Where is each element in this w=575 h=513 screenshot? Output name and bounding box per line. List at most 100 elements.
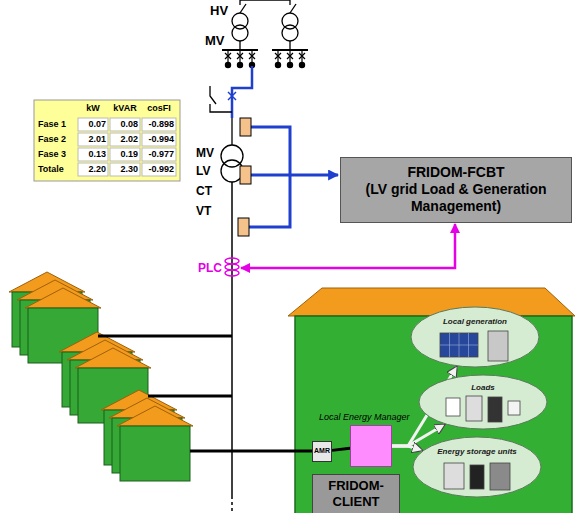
substation-part xyxy=(289,41,290,50)
device-icon xyxy=(440,333,478,357)
measurement-table-part xyxy=(78,163,108,176)
substation-part xyxy=(232,25,248,41)
device-icon xyxy=(470,465,484,489)
ct-vt-wiring-part xyxy=(238,218,249,236)
service-lines-part xyxy=(148,395,232,398)
client-house xyxy=(232,288,575,513)
voltage-label: PLC xyxy=(198,261,222,275)
ct-vt-wiring-part xyxy=(249,127,290,227)
device-box: FRIDOM-FCBT(LV grid Load & Generation Ma… xyxy=(340,157,572,223)
busbar-taps-part xyxy=(287,62,292,67)
device-icon xyxy=(508,401,520,415)
mv-feeder xyxy=(210,66,252,513)
voltage-label: LV xyxy=(196,164,210,178)
measurement-table-part xyxy=(78,118,108,131)
mv-feeder-part xyxy=(228,92,236,100)
measurement-table-part xyxy=(142,133,176,146)
table-cell: -0.992 xyxy=(142,164,176,175)
device-box: Local Energy Manager xyxy=(350,425,392,467)
houses-part xyxy=(117,406,193,426)
mv-feeder-part xyxy=(231,118,232,145)
busbar-taps-part xyxy=(237,53,243,59)
plc-link xyxy=(225,224,455,276)
table-cell: Totale xyxy=(36,164,76,175)
link-line xyxy=(332,448,350,450)
measurement-table-part xyxy=(142,163,176,176)
ct-vt-wiring xyxy=(238,118,338,236)
node-text: Local generation xyxy=(426,317,524,327)
ct-vt-wiring-part xyxy=(240,166,251,184)
device-box: FRIDOM-CLIENT xyxy=(312,474,400,513)
plc-link-part xyxy=(225,258,239,264)
houses-part xyxy=(75,348,151,368)
voltage-label: VT xyxy=(196,204,211,218)
text-area: Energy storage units xyxy=(412,436,542,461)
ellipse-outline xyxy=(410,306,540,368)
panel-grid xyxy=(440,345,478,346)
node-text: Energy storage units xyxy=(428,447,526,457)
substation-part xyxy=(240,4,246,13)
device-icon xyxy=(490,463,510,490)
substation-part xyxy=(290,4,296,13)
substation-part xyxy=(282,25,298,41)
measurement-table-part xyxy=(110,118,140,131)
table-cell: -0.994 xyxy=(142,134,176,145)
voltage-label: MV xyxy=(205,33,225,49)
table-cell: 0.13 xyxy=(78,149,108,160)
client-house-part xyxy=(288,288,575,316)
mv-feeder-part xyxy=(231,496,233,513)
component-ellipse: Local generation xyxy=(410,306,540,368)
table-cell: 2.30 xyxy=(110,164,140,175)
device-icon xyxy=(466,396,482,421)
measurement-table-part xyxy=(34,100,180,181)
node-text: (LV grid Load & Generation Management) xyxy=(349,181,563,215)
device-icon xyxy=(488,397,502,422)
device-icon xyxy=(446,398,460,416)
plc-link-part xyxy=(225,264,239,270)
device-icon xyxy=(488,331,508,361)
substation-part xyxy=(239,41,240,50)
node-text: FRIDOM-FCBT xyxy=(349,164,563,181)
control-arrow xyxy=(392,446,422,450)
mv-feeder-part xyxy=(231,182,233,496)
voltage-label: MV xyxy=(196,146,214,160)
text-area: Local generation xyxy=(410,306,540,331)
table-cell: -0.977 xyxy=(142,149,176,160)
component-ellipse: Loads xyxy=(418,374,548,430)
measurement-table-part xyxy=(142,148,176,161)
node-text: Local Energy Manager xyxy=(319,412,410,423)
table-cell: -0.898 xyxy=(142,119,176,130)
table-cell: 2.02 xyxy=(110,134,140,145)
measurement-table-part xyxy=(78,148,108,161)
text-area: Loads xyxy=(418,374,548,397)
busbar-taps-part xyxy=(225,62,230,67)
table-cell: 0.08 xyxy=(110,119,140,130)
ct-vt-wiring-part xyxy=(240,118,251,136)
substation-part xyxy=(240,0,290,1)
device-box: AMR xyxy=(312,441,332,462)
plc-link-part xyxy=(225,270,239,276)
substation xyxy=(222,0,308,50)
measurement-table-part xyxy=(110,163,140,176)
substation-part xyxy=(289,0,290,5)
mv-feeder-part xyxy=(210,86,232,112)
table-cell: kVAR xyxy=(110,103,140,114)
substation-part xyxy=(239,0,240,5)
busbar-taps-part xyxy=(237,62,242,67)
service-lines-part xyxy=(98,335,232,338)
ellipse-shape xyxy=(411,307,539,367)
voltage-label: CT xyxy=(196,184,212,198)
busbar-taps-part xyxy=(299,62,304,67)
busbar-taps-part xyxy=(275,62,280,67)
ellipse-outline xyxy=(412,436,542,498)
node-text: Loads xyxy=(434,383,532,393)
voltage-label: HV xyxy=(210,3,228,19)
measurement-table xyxy=(34,100,180,181)
plc-link-part xyxy=(241,224,455,268)
houses-part xyxy=(25,288,101,308)
houses-part xyxy=(120,426,190,481)
client-house-part xyxy=(232,450,312,453)
